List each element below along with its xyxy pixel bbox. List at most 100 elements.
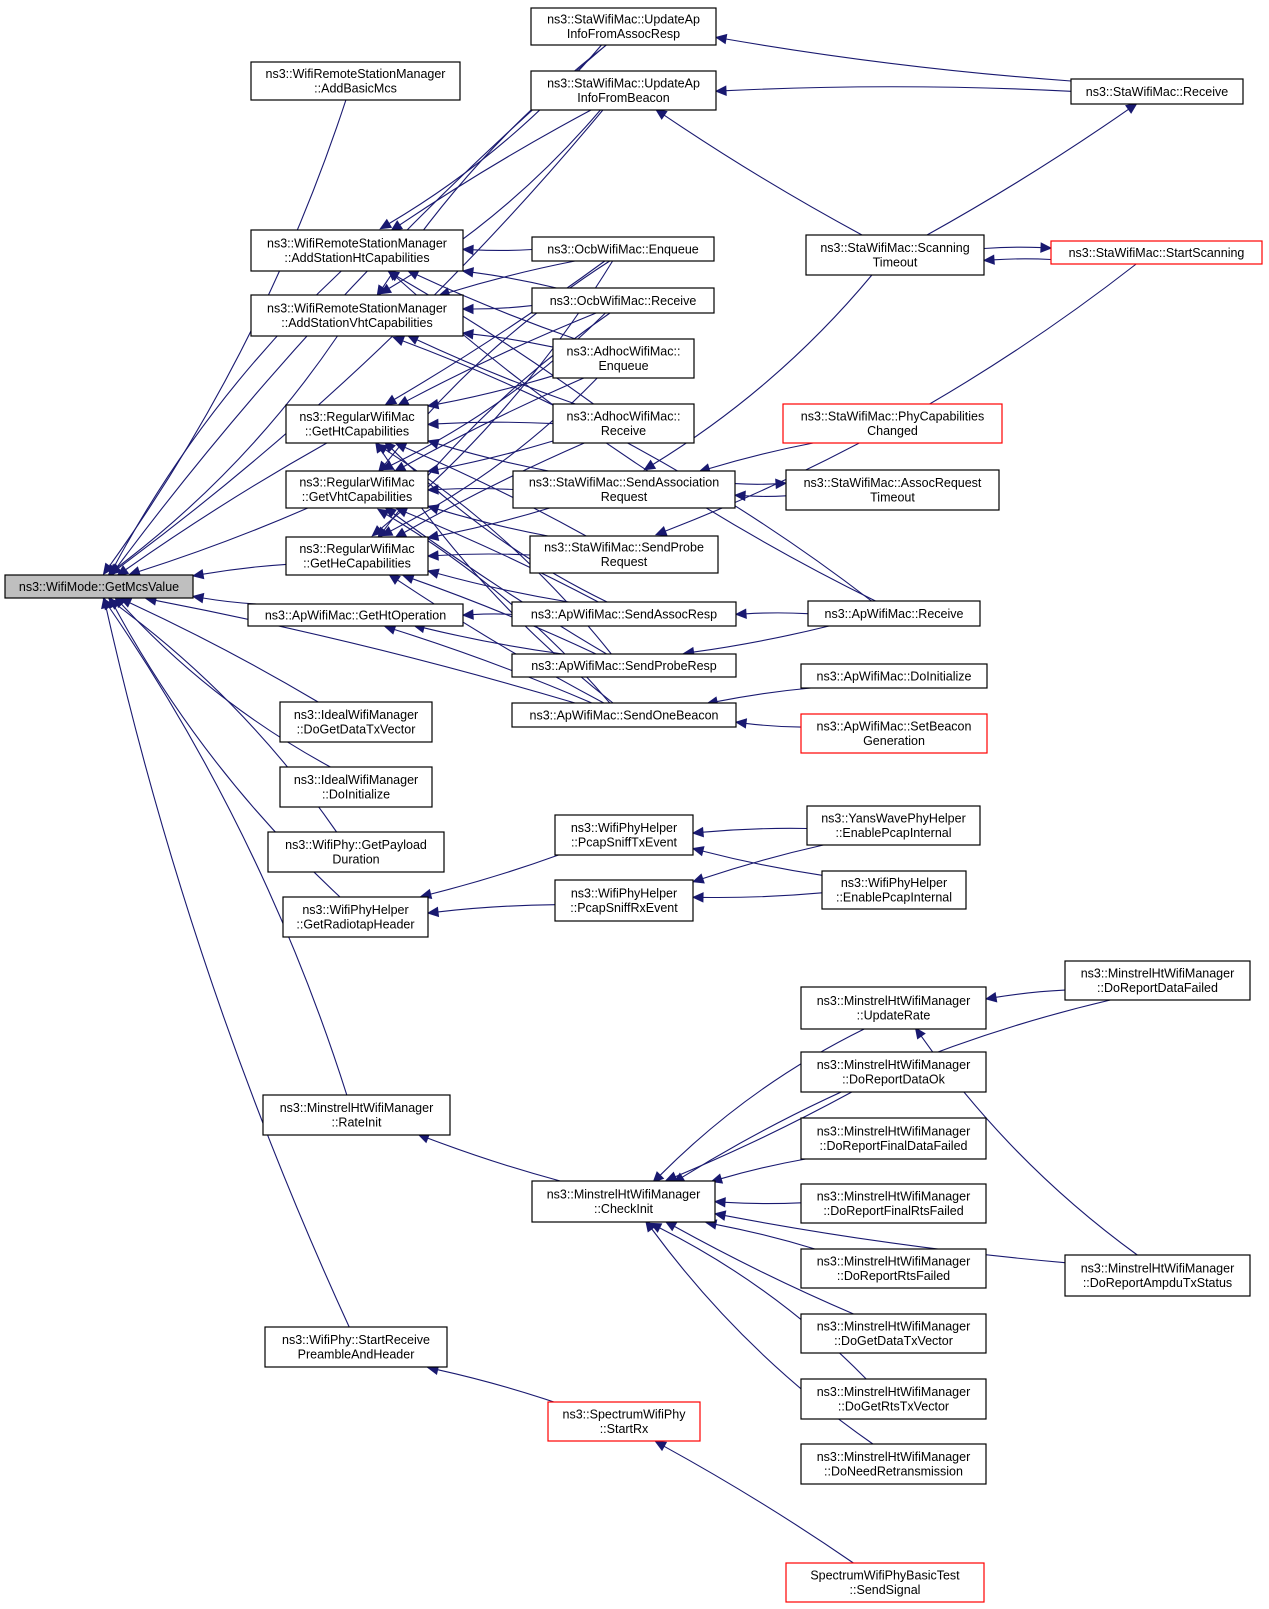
node-label: ::GetHeCapabilities xyxy=(303,557,411,571)
node-label: ::PcapSniffTxEvent xyxy=(571,836,678,850)
node-box xyxy=(785,1562,985,1603)
graph-node[interactable]: ns3::MinstrelHtWifiManager::DoNeedRetran… xyxy=(800,1443,987,1485)
call-edge xyxy=(983,242,1053,253)
call-edge xyxy=(713,1210,1066,1264)
graph-node[interactable]: ns3::WifiPhyHelper::GetRadiotapHeader xyxy=(282,896,429,938)
node-box xyxy=(530,70,717,111)
node-box xyxy=(1064,960,1251,1001)
graph-node[interactable]: ns3::MinstrelHtWifiManager::DoReportData… xyxy=(800,1051,987,1093)
node-box xyxy=(800,986,987,1030)
graph-node[interactable]: ns3::StaWifiMac::Receive xyxy=(1070,78,1244,105)
call-edge xyxy=(704,1219,816,1250)
node-label: ns3::MinstrelHtWifiManager xyxy=(817,1450,971,1464)
graph-node[interactable]: ns3::MinstrelHtWifiManager::UpdateRate xyxy=(800,986,987,1030)
graph-node[interactable]: ns3::OcbWifiMac::Receive xyxy=(531,287,715,314)
node-label: ::GetVhtCapabilities xyxy=(302,490,412,504)
graph-node[interactable]: ns3::WifiRemoteStationManager::AddStatio… xyxy=(250,294,464,337)
node-label: ns3::WifiPhyHelper xyxy=(571,821,677,835)
node-label: ns3::IdealWifiManager xyxy=(294,773,418,787)
node-label: ns3::MinstrelHtWifiManager xyxy=(547,1188,701,1202)
node-box xyxy=(531,1180,716,1223)
node-label: ::AddStationVhtCapabilities xyxy=(281,316,432,330)
node-label: PreambleAndHeader xyxy=(298,1348,415,1362)
node-box xyxy=(511,653,737,678)
graph-node[interactable]: ns3::AdhocWifiMac::Enqueue xyxy=(552,338,695,379)
graph-node[interactable]: ns3::SpectrumWifiPhy::StartRx xyxy=(547,1401,701,1442)
call-edge xyxy=(926,102,1138,236)
node-label: ::AddStationHtCapabilities xyxy=(284,251,429,265)
graph-node[interactable]: ns3::MinstrelHtWifiManager::DoGetRtsTxVe… xyxy=(800,1378,987,1420)
graph-node[interactable]: ns3::MinstrelHtWifiManager::DoReportFina… xyxy=(800,1117,987,1160)
node-label: Timeout xyxy=(873,256,918,270)
call-edge xyxy=(710,1158,806,1184)
node-label: SpectrumWifiPhyBasicTest xyxy=(810,1569,960,1583)
graph-node[interactable]: ns3::RegularWifiMac::GetHtCapabilities xyxy=(285,404,429,444)
call-edge xyxy=(381,312,606,471)
graph-node[interactable]: ns3::MinstrelHtWifiManager::DoReportRtsF… xyxy=(800,1248,987,1289)
graph-node[interactable]: ns3::WifiPhyHelper::PcapSniffRxEvent xyxy=(554,879,694,922)
graph-node[interactable]: ns3::ApWifiMac::SendProbeResp xyxy=(511,653,737,678)
node-label: ::DoInitialize xyxy=(322,788,390,802)
call-edge xyxy=(191,563,287,580)
graph-node[interactable]: ns3::MinstrelHtWifiManager::RateInit xyxy=(262,1094,451,1136)
graph-node[interactable]: ns3::MinstrelHtWifiManager::DoReportAmpd… xyxy=(1064,1254,1251,1297)
call-edge xyxy=(128,507,309,577)
graph-node[interactable]: ns3::ApWifiMac::Receive xyxy=(807,600,981,627)
node-label: ns3::WifiPhyHelper xyxy=(302,903,408,917)
graph-node[interactable]: ns3::WifiPhyHelper::EnablePcapInternal xyxy=(821,870,967,910)
node-box xyxy=(282,896,429,938)
graph-node[interactable]: ns3::WifiRemoteStationManager::AddBasicM… xyxy=(250,61,461,101)
call-edge xyxy=(426,507,550,541)
graph-node[interactable]: ns3::MinstrelHtWifiManager::DoReportFina… xyxy=(800,1183,987,1224)
graph-node[interactable]: ns3::OcbWifiMac::Enqueue xyxy=(531,236,715,262)
graph-node[interactable]: ns3::RegularWifiMac::GetHeCapabilities xyxy=(285,536,429,576)
graph-node[interactable]: ns3::RegularWifiMac::GetVhtCapabilities xyxy=(285,470,429,509)
call-edge xyxy=(698,442,814,474)
graph-node[interactable]: ns3::WifiPhyHelper::PcapSniffTxEvent xyxy=(554,814,694,856)
node-label: ns3::RegularWifiMac xyxy=(299,542,414,556)
node-label: ::DoGetRtsTxVector xyxy=(838,1400,949,1414)
node-label: ns3::StaWifiMac::PhyCapabilities xyxy=(801,410,984,424)
graph-node[interactable]: ns3::YansWavePhyHelper::EnablePcapIntern… xyxy=(806,805,981,846)
graph-node[interactable]: ns3::WifiPhy::StartReceivePreambleAndHea… xyxy=(264,1326,448,1368)
graph-node[interactable]: ns3::IdealWifiManager::DoInitialize xyxy=(279,766,433,808)
node-label: ns3::IdealWifiManager xyxy=(294,708,418,722)
graph-node[interactable]: ns3::ApWifiMac::GetHtOperation xyxy=(247,603,464,627)
node-box xyxy=(279,701,433,743)
graph-node[interactable]: ns3::MinstrelHtWifiManager::CheckInit xyxy=(531,1180,716,1223)
graph-node[interactable]: ns3::StaWifiMac::UpdateApInfoFromAssocRe… xyxy=(530,7,717,46)
call-edge xyxy=(426,418,554,430)
graph-node[interactable]: SpectrumWifiPhyBasicTest::SendSignal xyxy=(785,1562,985,1603)
graph-node[interactable]: ns3::MinstrelHtWifiManager::DoReportData… xyxy=(1064,960,1251,1001)
node-label: ns3::YansWavePhyHelper xyxy=(821,812,966,826)
node-box xyxy=(552,338,695,379)
graph-node[interactable]: ns3::MinstrelHtWifiManager::DoGetDataTxV… xyxy=(800,1313,987,1354)
graph-node[interactable]: ns3::AdhocWifiMac::Receive xyxy=(552,403,695,444)
graph-node[interactable]: ns3::IdealWifiManager::DoGetDataTxVector xyxy=(279,701,433,743)
graph-node[interactable]: ns3::ApWifiMac::DoInitialize xyxy=(800,663,988,689)
node-label: ns3::WifiRemoteStationManager xyxy=(266,67,446,81)
call-edge xyxy=(664,1091,853,1182)
graph-node[interactable]: ns3::WifiRemoteStationManager::AddStatio… xyxy=(250,229,464,272)
call-edge xyxy=(691,892,823,903)
graph-node[interactable]: ns3::ApWifiMac::SendOneBeacon xyxy=(511,702,737,728)
call-edge xyxy=(654,1440,854,1564)
node-label: ::UpdateRate xyxy=(857,1009,931,1023)
graph-node[interactable]: ns3::StaWifiMac::StartScanning xyxy=(1050,240,1263,265)
node-box xyxy=(554,814,694,856)
node-label: ns3::MinstrelHtWifiManager xyxy=(817,1320,971,1334)
node-box xyxy=(1050,240,1263,265)
graph-node[interactable]: ns3::ApWifiMac::SendAssocResp xyxy=(511,601,737,627)
node-label: ns3::OcbWifiMac::Enqueue xyxy=(547,242,699,256)
graph-node-focus[interactable]: ns3::WifiMode::GetMcsValue xyxy=(4,574,194,599)
node-box xyxy=(805,234,985,276)
